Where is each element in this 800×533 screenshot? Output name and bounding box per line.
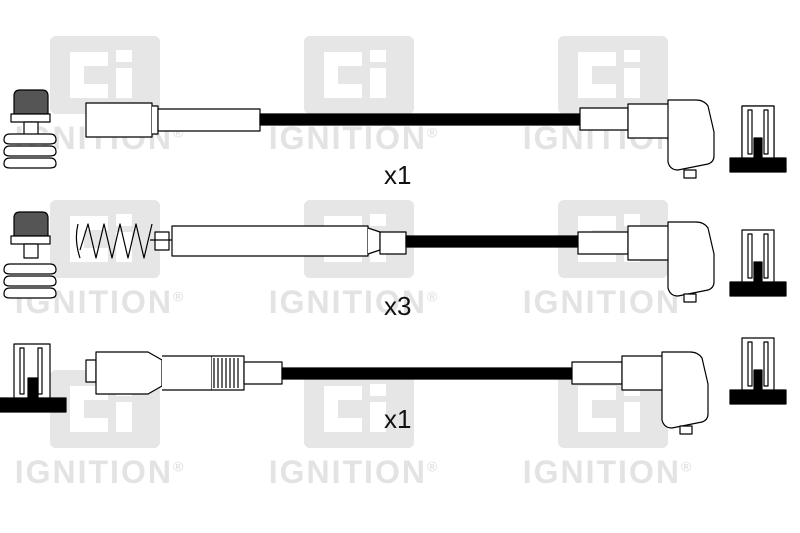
coil-terminal-icon [729, 337, 787, 405]
watermark-brand-text: IGNITION® [522, 454, 694, 490]
lead-1 [3, 89, 787, 179]
watermark-8: IGNITION® [254, 370, 454, 520]
coil-terminal-icon [0, 343, 67, 413]
coil-terminal-icon [729, 105, 787, 173]
cable [259, 113, 581, 126]
ci-logo-icon [50, 36, 160, 114]
straight-boot [171, 225, 407, 257]
watermark-brand-text: IGNITION® [268, 454, 440, 490]
straight-boot [85, 102, 261, 138]
plug-terminal-threaded-icon [3, 211, 57, 299]
ci-logo-icon [558, 36, 668, 114]
cable [405, 235, 581, 248]
quantity-label-lead-2: x3 [384, 291, 412, 321]
lead-3 [0, 337, 787, 435]
ci-logo-icon [304, 36, 414, 114]
straight-boot [85, 351, 283, 395]
watermark-brand-text: IGNITION® [14, 454, 186, 490]
angled-boot [579, 99, 715, 179]
plug-terminal-threaded-icon [3, 89, 57, 169]
watermark-2: IGNITION® [254, 36, 454, 186]
lead-2 [3, 211, 787, 303]
ci-logo-icon [50, 200, 160, 278]
angled-boot [571, 351, 709, 435]
cable [281, 367, 573, 380]
coil-terminal-icon [729, 229, 787, 297]
watermark-4: IGNITION® [0, 200, 200, 350]
clip [154, 231, 170, 251]
watermark-brand-text: IGNITION® [522, 284, 691, 320]
ci-logo-icon [304, 370, 414, 448]
watermark-brand-text: IGNITION® [268, 120, 440, 156]
angled-boot [577, 221, 715, 303]
quantity-label-lead-3: x1 [384, 404, 412, 434]
watermark-brand-text: IGNITION® [268, 284, 440, 320]
spring-icon [79, 223, 153, 259]
quantity-label-lead-1: x1 [384, 160, 412, 190]
